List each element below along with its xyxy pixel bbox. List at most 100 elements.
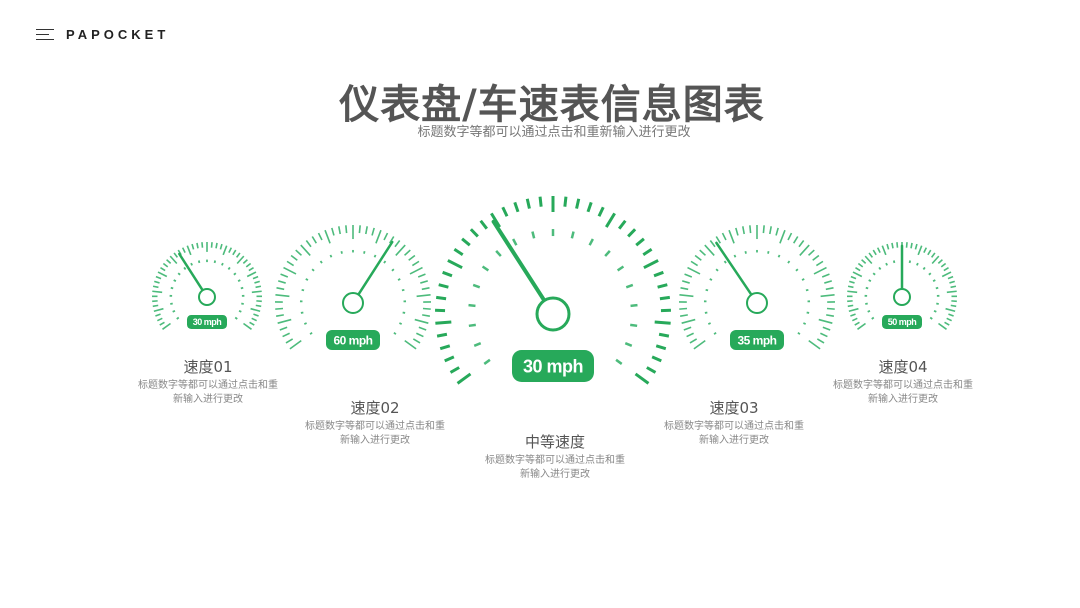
gauge-tick (813, 266, 827, 275)
gauge-tick (852, 317, 858, 322)
gauge-tick (910, 242, 913, 249)
gauge-inner-tick (713, 331, 717, 335)
gauge-tick (447, 259, 463, 270)
gauge-tick (275, 314, 284, 317)
gauge-tick (388, 236, 395, 244)
caption-heading: 速度03 (709, 399, 759, 417)
gauge-tick (864, 255, 873, 265)
gauge-tick (735, 227, 739, 236)
gauge-needle (491, 219, 547, 303)
gauge-inner-tick (932, 279, 936, 282)
gauge-tick (597, 206, 605, 217)
gauge-inner-tick (172, 310, 176, 313)
gauge-inner-tick (176, 316, 180, 320)
readout-text: 30 mph (193, 317, 222, 327)
gauge-inner-tick (399, 322, 403, 325)
gauge-tick (930, 252, 936, 258)
gauge-inner-tick (305, 278, 309, 281)
gauge-tick (749, 225, 752, 234)
gauge-tick (917, 245, 923, 256)
gauge-inner-tick (744, 251, 747, 254)
gauge-tick (305, 240, 312, 248)
gauge-tick (242, 259, 248, 264)
gauge-tick (586, 201, 593, 213)
gauge-inner-tick (237, 279, 241, 282)
gauge-tick (605, 212, 616, 228)
gauge-tick (169, 255, 178, 265)
gauge-tick (525, 198, 531, 209)
gauge-tick (173, 252, 179, 258)
gauge-tick (847, 304, 854, 308)
gauge-inner-tick (397, 278, 401, 281)
gauge-inner-tick (733, 254, 737, 258)
caption-medium: 中等速度 标题数字等都可以通过点击和重 新输入进行更改 (455, 431, 655, 482)
gauge-inner-tick (309, 331, 313, 335)
gauge-tick (249, 321, 255, 326)
gauge-tick (311, 236, 318, 244)
gauge-tick (826, 314, 835, 317)
gauge-tick (808, 339, 821, 350)
gauge-tick (210, 242, 213, 248)
gauge-tick (152, 285, 159, 289)
gauge-tick (404, 339, 417, 350)
gauge-tick (160, 266, 166, 272)
gauge-tick (937, 259, 943, 264)
gauge-tick (914, 243, 918, 250)
gauge-tick (820, 332, 828, 338)
gauge-tick (289, 339, 302, 350)
gauge-tick (279, 326, 288, 331)
gauge-tick (245, 262, 252, 268)
gauge-tick (255, 285, 262, 289)
gauge-tick (905, 242, 908, 248)
gauge-tick (941, 271, 952, 278)
gauge-tick (891, 242, 894, 249)
gauge-tick (923, 247, 928, 253)
gauge-inner-tick (329, 254, 333, 258)
gauge-inner-tick (928, 272, 932, 276)
gauge-inner-tick (391, 268, 395, 272)
gauge-inner-tick (512, 238, 518, 246)
gauge-tick (375, 229, 382, 244)
gauge-tick (681, 280, 690, 284)
gauge-tick (686, 332, 694, 338)
gauge-inner-tick (767, 251, 770, 254)
gauge-tick (196, 242, 199, 249)
gauge-tick (317, 232, 323, 241)
gauge-inner-tick (311, 268, 315, 272)
gauge-inner-tick (604, 250, 611, 257)
gauge-inner-tick (630, 323, 638, 328)
gauge-tick (276, 286, 285, 291)
gauge-inner-tick (705, 288, 709, 292)
gauge-tick (684, 273, 693, 278)
gauge-tick (283, 266, 297, 275)
gauge-tick (653, 270, 664, 278)
gauge-tick (166, 259, 172, 264)
gauge-inner-tick (929, 316, 933, 320)
gauge-tick (479, 219, 488, 230)
gauge-tick (435, 320, 452, 325)
gauge-tick (219, 243, 223, 250)
gauge-tick (850, 313, 856, 317)
gauge-tick (950, 285, 957, 289)
gauge-tick (250, 307, 261, 313)
gauge-tick (646, 366, 657, 374)
gauge-tick (948, 313, 954, 317)
gauge-tick (331, 227, 335, 236)
readout-badge (326, 330, 380, 350)
brand-header: PAPOCKET (36, 27, 169, 42)
gauge-tick (411, 260, 420, 267)
gauge-inner-tick (803, 322, 807, 325)
gauge-inner-tick (233, 272, 237, 276)
gauge-inner-tick (234, 316, 238, 320)
gauge-tick (469, 228, 479, 238)
gauge-tick (186, 245, 192, 256)
brand-logo-text: PAPOCKET (66, 27, 170, 42)
gauge-tick (728, 229, 735, 244)
hamburger-icon[interactable] (36, 28, 54, 42)
gauge-tick (896, 242, 899, 248)
gauge-needle (178, 252, 204, 292)
gauge-tick (404, 249, 411, 256)
gauge-tick (280, 273, 289, 278)
gauge-tick (627, 228, 637, 238)
gauge-tick (680, 286, 689, 291)
